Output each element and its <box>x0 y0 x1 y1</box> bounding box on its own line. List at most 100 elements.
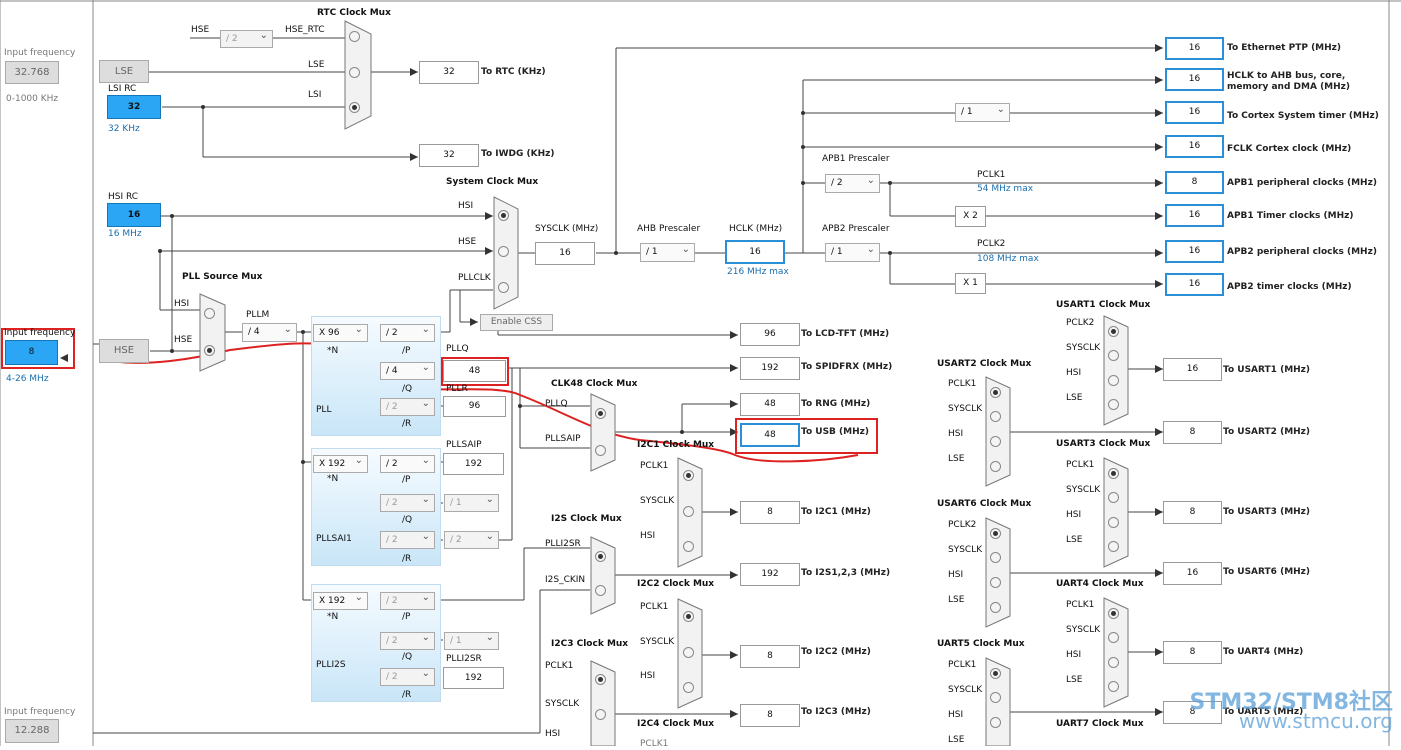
rtc-mux-lse-radio[interactable] <box>349 67 360 78</box>
usart2-pclk1-radio[interactable] <box>990 387 1001 398</box>
uart5-pclk1-radio[interactable] <box>990 668 1001 679</box>
i2c2-value[interactable]: 8 <box>740 645 800 668</box>
lse-input-frequency-field[interactable]: 32.768 <box>5 61 59 84</box>
i2s-value[interactable]: 192 <box>740 563 800 586</box>
clk48-pllsaip-radio[interactable] <box>595 445 606 456</box>
usart1-value[interactable]: 16 <box>1163 358 1222 381</box>
clk48-pllq-radio[interactable] <box>595 408 606 419</box>
i2c2-pclk1-radio[interactable] <box>683 611 694 622</box>
apb2-prescaler-dropdown[interactable]: / 1 <box>825 241 880 262</box>
rtc-mux-hse-radio[interactable] <box>349 31 360 42</box>
bottom-input-frequency-field[interactable]: 12.288 <box>5 719 59 743</box>
pll-q-dropdown[interactable]: / 4 <box>380 360 435 380</box>
usart6-sysclk-radio[interactable] <box>990 552 1001 563</box>
usart3-value[interactable]: 8 <box>1163 501 1222 524</box>
usart2-hsi-radio[interactable] <box>990 436 1001 447</box>
hclk-ahb-value[interactable]: 16 <box>1165 68 1224 91</box>
usart1-lse-radio[interactable] <box>1108 399 1119 410</box>
pll-p-dropdown[interactable]: / 2 <box>380 322 435 342</box>
hse-input-frequency-field[interactable]: 8 <box>5 340 58 365</box>
uart4-hsi-radio[interactable] <box>1108 657 1119 668</box>
pll-n-dropdown[interactable]: X 96 <box>313 322 368 342</box>
plli2sr-value[interactable]: 192 <box>443 667 504 689</box>
i2c3-value[interactable]: 8 <box>740 704 800 727</box>
pllsai1-n-dropdown[interactable]: X 192 <box>313 453 368 473</box>
pllsaip-value[interactable]: 192 <box>443 453 504 475</box>
pllsai1-r2-dropdown[interactable]: / 2 <box>444 529 499 549</box>
usart3-hsi-radio[interactable] <box>1108 517 1119 528</box>
usart3-pclk1-radio[interactable] <box>1108 468 1119 479</box>
i2c3-pclk1-radio[interactable] <box>595 674 606 685</box>
usart6-pclk2-radio[interactable] <box>990 528 1001 539</box>
usart2-value[interactable]: 8 <box>1163 421 1222 444</box>
plli2s-q2-dropdown[interactable]: / 1 <box>444 630 499 650</box>
usart1-sysclk-radio[interactable] <box>1108 350 1119 361</box>
uart4-pclk1-radio[interactable] <box>1108 608 1119 619</box>
hse-source-block[interactable]: HSE <box>99 339 149 363</box>
usb-value[interactable]: 48 <box>740 423 800 447</box>
pllr-value[interactable]: 96 <box>443 396 506 417</box>
rtc-hse-divider-dropdown[interactable]: / 2 <box>220 28 273 48</box>
usart6-value[interactable]: 16 <box>1163 562 1222 585</box>
apb2-peripheral-value[interactable]: 16 <box>1165 240 1224 263</box>
rtc-mux-lsi-radio[interactable] <box>349 102 360 113</box>
cortex-system-timer-value[interactable]: 16 <box>1165 101 1224 124</box>
plli2s-p-dropdown[interactable]: / 2 <box>380 590 435 610</box>
plli2s-r-dropdown[interactable]: / 2 <box>380 666 435 686</box>
sysmux-hsi-radio[interactable] <box>498 210 509 221</box>
pllsai1-q2-dropdown[interactable]: / 1 <box>444 492 499 512</box>
rtc-output-value[interactable]: 32 <box>419 61 479 84</box>
uart5-hsi-radio[interactable] <box>990 717 1001 728</box>
i2c3-sysclk-radio[interactable] <box>595 709 606 720</box>
usart1-pclk2-radio[interactable] <box>1108 326 1119 337</box>
pllm-dropdown[interactable]: / 4 <box>242 321 297 342</box>
apb1-timer-value[interactable]: 16 <box>1165 204 1224 227</box>
sysmux-pllclk-radio[interactable] <box>498 282 509 293</box>
hsi-rc-block[interactable]: 16 <box>107 203 161 227</box>
i2s-plli2sr-radio[interactable] <box>595 551 606 562</box>
i2c2-sysclk-radio[interactable] <box>683 647 694 658</box>
usart3-sysclk-radio[interactable] <box>1108 492 1119 503</box>
usart6-lse-radio[interactable] <box>990 602 1001 613</box>
sysclk-value[interactable]: 16 <box>535 242 595 265</box>
ethernet-ptp-value[interactable]: 16 <box>1165 37 1224 60</box>
i2c2-hsi-radio[interactable] <box>683 682 694 693</box>
usart6-hsi-radio[interactable] <box>990 577 1001 588</box>
i2s-ckin-radio[interactable] <box>595 585 606 596</box>
uart5-value[interactable]: 8 <box>1163 701 1222 724</box>
apb1-prescaler-dropdown[interactable]: / 2 <box>825 172 880 193</box>
pllsai1-q-dropdown[interactable]: / 2 <box>380 492 435 512</box>
i2c1-hsi-radio[interactable] <box>683 541 694 552</box>
i2c1-sysclk-radio[interactable] <box>683 506 694 517</box>
usart1-hsi-radio[interactable] <box>1108 375 1119 386</box>
apb1-peripheral-value[interactable]: 8 <box>1165 171 1224 194</box>
lcd-tft-value[interactable]: 96 <box>740 323 800 346</box>
i2c1-pclk1-radio[interactable] <box>683 470 694 481</box>
pll-r-dropdown[interactable]: / 2 <box>380 396 435 416</box>
sysmux-hse-radio[interactable] <box>498 246 509 257</box>
lse-source-block[interactable]: LSE <box>99 60 149 83</box>
i2c1-value[interactable]: 8 <box>740 501 800 524</box>
pllsai1-r-dropdown[interactable]: / 2 <box>380 529 435 549</box>
uart5-sysclk-radio[interactable] <box>990 692 1001 703</box>
pll-src-hse-radio[interactable] <box>204 345 215 356</box>
iwdg-output-value[interactable]: 32 <box>419 144 479 167</box>
usart2-sysclk-radio[interactable] <box>990 411 1001 422</box>
plli2s-n-dropdown[interactable]: X 192 <box>313 590 368 610</box>
rng-value[interactable]: 48 <box>740 393 800 416</box>
pll-src-hsi-radio[interactable] <box>204 308 215 319</box>
fclk-cortex-value[interactable]: 16 <box>1165 135 1224 158</box>
apb2-timer-value[interactable]: 16 <box>1165 273 1224 296</box>
plli2s-q-dropdown[interactable]: / 2 <box>380 630 435 650</box>
usart2-lse-radio[interactable] <box>990 461 1001 472</box>
spdifrx-value[interactable]: 192 <box>740 357 800 380</box>
uart4-value[interactable]: 8 <box>1163 641 1222 664</box>
usart3-lse-radio[interactable] <box>1108 541 1119 552</box>
hclk-value[interactable]: 16 <box>725 240 785 264</box>
lsi-rc-block[interactable]: 32 <box>107 95 161 119</box>
uart4-lse-radio[interactable] <box>1108 681 1119 692</box>
pllq-value[interactable]: 48 <box>443 360 506 382</box>
cortex-timer-divider-dropdown[interactable]: / 1 <box>955 101 1010 122</box>
ahb-prescaler-dropdown[interactable]: / 1 <box>640 241 695 262</box>
enable-css-button[interactable]: Enable CSS <box>480 314 553 331</box>
